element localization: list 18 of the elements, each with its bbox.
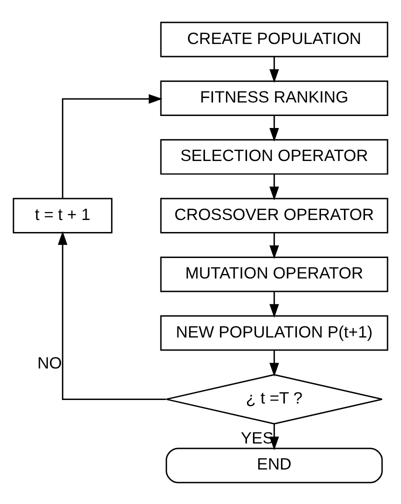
node-box: CROSSOVER OPERATOR bbox=[160, 197, 388, 233]
arrow bbox=[62, 94, 162, 198]
node-box: SELECTION OPERATOR bbox=[160, 138, 388, 174]
node-box: CREATE POPULATION bbox=[160, 21, 388, 57]
node-box: END bbox=[166, 447, 383, 483]
arrow bbox=[269, 291, 279, 318]
arrow bbox=[269, 174, 279, 200]
edge-label: NO bbox=[37, 354, 62, 372]
arrow bbox=[269, 56, 279, 82]
node-box: MUTATION OPERATOR bbox=[160, 256, 388, 292]
node-box: NEW POPULATION P(t+1) bbox=[160, 314, 388, 350]
arrow bbox=[58, 230, 166, 400]
arrow bbox=[269, 232, 279, 259]
node-box: FITNESS RANKING bbox=[160, 80, 388, 116]
node-box: t = t + 1 bbox=[12, 197, 112, 233]
arrow bbox=[269, 115, 279, 142]
node-diamond: ¿ t =T ? bbox=[166, 373, 383, 424]
arrow bbox=[269, 350, 279, 376]
